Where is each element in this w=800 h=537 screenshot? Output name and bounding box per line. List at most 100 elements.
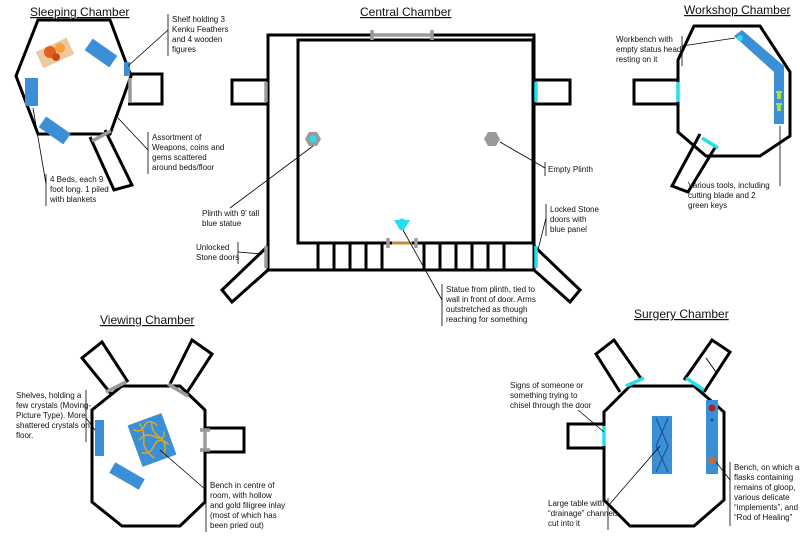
viewing-door-northwest[interactable] xyxy=(105,380,127,394)
svg-text:Signs of someone or: Signs of someone or xyxy=(510,381,584,390)
svg-text:Weapons, coins and: Weapons, coins and xyxy=(152,143,224,152)
svg-text:Workbench with: Workbench with xyxy=(616,35,673,44)
surgery-corridor-west xyxy=(566,422,604,450)
svg-text:Assortment of: Assortment of xyxy=(152,133,202,142)
svg-text:empty status head: empty status head xyxy=(616,45,681,54)
svg-text:Kenku Feathers: Kenku Feathers xyxy=(172,25,228,34)
note-bench-centre: Bench in centre of room, with hollow and… xyxy=(159,449,285,532)
note-large-table: Large table with “drainage” channels cut… xyxy=(548,445,661,530)
svg-text:“drainage” channels: “drainage” channels xyxy=(548,509,619,518)
green-key-icon xyxy=(776,103,782,111)
note-empty-plinth: Empty Plinth xyxy=(499,141,593,176)
svg-text:Picture Type). More: Picture Type). More xyxy=(16,411,86,420)
surgery-door-northwest-locked[interactable] xyxy=(625,376,645,388)
central-corridor-east xyxy=(534,78,572,106)
note-chisel: Signs of someone or something trying to … xyxy=(510,381,605,433)
svg-text:around beds/floor: around beds/floor xyxy=(152,163,215,172)
title-central-chamber: Central Chamber xyxy=(360,5,451,19)
sleeping-door-south[interactable] xyxy=(91,129,112,143)
empty-plinth-icon xyxy=(484,132,500,146)
svg-text:chisel through the door: chisel through the door xyxy=(510,401,592,410)
workshop-door-southwest-locked[interactable] xyxy=(701,136,719,150)
svg-text:been pried out): been pried out) xyxy=(210,521,264,530)
workshop-chamber: Workshop Chamber Workbench with empty st… xyxy=(616,3,792,210)
svg-text:few crystals (Moving-: few crystals (Moving- xyxy=(16,401,91,410)
note-shelves-crystals: Shelves, holding a few crystals (Moving-… xyxy=(16,390,96,442)
shelf xyxy=(124,62,130,76)
flask-bench xyxy=(706,400,718,474)
svg-text:Large table with: Large table with xyxy=(548,499,604,508)
svg-text:(most of which has: (most of which has xyxy=(210,511,277,520)
svg-text:floor.: floor. xyxy=(16,431,33,440)
title-workshop-chamber: Workshop Chamber xyxy=(684,3,791,17)
svg-text:flasks containing: flasks containing xyxy=(734,473,793,482)
svg-text:room, with hollow: room, with hollow xyxy=(210,491,272,500)
svg-text:Bench, on which are: Bench, on which are xyxy=(734,463,800,472)
surgery-door-northeast-locked[interactable] xyxy=(685,376,705,392)
svg-text:cutting blade and 2: cutting blade and 2 xyxy=(688,191,756,200)
note-weapons: Assortment of Weapons, coins and gems sc… xyxy=(117,117,224,174)
svg-text:“implements”, and: “implements”, and xyxy=(734,503,798,512)
svg-text:Bench in centre of: Bench in centre of xyxy=(210,481,275,490)
status-head-icon xyxy=(737,35,743,41)
svg-text:something trying to: something trying to xyxy=(510,391,578,400)
note-statue-from-plinth: Statue from plinth, tied to wall in fron… xyxy=(402,229,536,326)
green-key-icon xyxy=(776,91,782,99)
note-shelf-kenku: Shelf holding 3 Kenku Feathers and 4 woo… xyxy=(127,14,228,67)
statue-on-plinth xyxy=(309,135,317,143)
viewing-door-northeast[interactable] xyxy=(167,382,189,398)
svg-text:doors with: doors with xyxy=(550,215,586,224)
workshop-room-walls xyxy=(676,24,792,158)
workbench xyxy=(734,30,784,124)
svg-text:wall in front of door. Arms: wall in front of door. Arms xyxy=(445,295,536,304)
workshop-corridor-southwest xyxy=(669,133,718,194)
svg-text:foot long. 1 piled: foot long. 1 piled xyxy=(50,185,109,194)
svg-text:shattered crystals on: shattered crystals on xyxy=(16,421,90,430)
sleeping-corridor-south xyxy=(88,129,135,192)
sleeping-corridor-east xyxy=(128,72,164,106)
title-surgery-chamber: Surgery Chamber xyxy=(634,307,729,321)
drainage-table xyxy=(652,416,672,474)
crystal-shelf xyxy=(109,462,145,490)
sleeping-chamber: Sleeping Chamber Shelf holding 3 Kenku F… xyxy=(14,5,228,206)
workshop-corridor-west xyxy=(632,78,678,106)
central-chamber: Central Chamber xyxy=(196,5,599,326)
svg-text:remains of gloop,: remains of gloop, xyxy=(734,483,795,492)
bed xyxy=(84,38,118,68)
svg-text:4 Beds, each 9: 4 Beds, each 9 xyxy=(50,175,104,184)
viewing-corridor-northwest xyxy=(79,339,130,396)
svg-text:and gold filigree inlay: and gold filigree inlay xyxy=(210,501,285,510)
viewing-corridor-northeast xyxy=(168,337,215,395)
svg-text:gems scattered: gems scattered xyxy=(152,153,207,162)
viewing-corridor-east xyxy=(205,426,246,454)
svg-text:“Rod of Healing”: “Rod of Healing” xyxy=(734,513,793,522)
bed xyxy=(25,78,38,106)
svg-text:various delicate: various delicate xyxy=(734,493,790,502)
svg-text:Various tools, including: Various tools, including xyxy=(688,181,770,190)
note-plinth-statue: Plinth with 9' tall blue statue xyxy=(202,145,314,228)
svg-text:with blankets: with blankets xyxy=(49,195,96,204)
note-bench-flasks: Bench, on which are flasks containing re… xyxy=(715,461,800,526)
svg-text:figures: figures xyxy=(172,45,196,54)
svg-text:Shelf holding 3: Shelf holding 3 xyxy=(172,15,225,24)
chisel-marks xyxy=(705,357,717,373)
central-corridor-west xyxy=(230,78,268,106)
svg-text:Stone doors: Stone doors xyxy=(196,253,239,262)
flask-icon xyxy=(708,456,716,464)
flask-icon xyxy=(708,404,716,412)
bed xyxy=(38,116,71,145)
svg-text:Locked Stone: Locked Stone xyxy=(550,205,599,214)
svg-text:green keys: green keys xyxy=(688,201,727,210)
sleeping-room-walls xyxy=(14,18,133,136)
svg-text:reaching for something: reaching for something xyxy=(446,315,527,324)
note-tools: Various tools, including cutting blade a… xyxy=(688,126,781,210)
svg-text:resting on it: resting on it xyxy=(616,55,658,64)
crystal-shelf xyxy=(95,420,104,456)
svg-text:Unlocked: Unlocked xyxy=(196,243,229,252)
note-locked-doors: Locked Stone doors with blue panel xyxy=(537,204,599,251)
note-unlocked-doors: Unlocked Stone doors xyxy=(196,242,263,264)
viewing-chamber: Viewing Chamber Shelves, holding a few c… xyxy=(16,313,285,532)
central-outer-walls xyxy=(266,33,536,272)
statue-figure-icon xyxy=(394,218,410,230)
